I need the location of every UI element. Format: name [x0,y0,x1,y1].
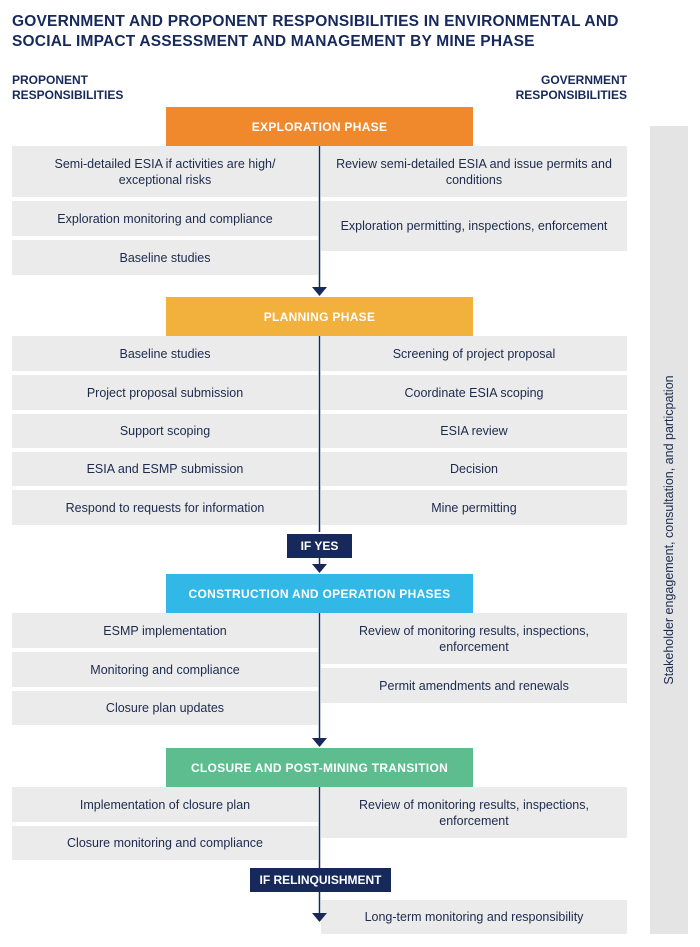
stakeholder-bar [650,126,688,934]
proponent-header: PROPONENT RESPONSIBILITIES [12,73,123,103]
if-yes-gate: IF YES [287,534,352,558]
long-term-monitoring-cell: Long-term monitoring and responsibility [321,900,627,934]
construction-phase-header: CONSTRUCTION AND OPERATION PHASES [166,574,473,613]
planning-proponent-cell-2: Project proposal submission [12,375,318,410]
planning-proponent-cell-3: Support scoping [12,414,318,448]
planning-government-cell-1: Screening of project proposal [321,336,627,371]
planning-government-cell-3: ESIA review [321,414,627,448]
arrow-down-icon [312,287,327,296]
planning-phase-header: PLANNING PHASE [166,297,473,336]
government-header: GOVERNMENT RESPONSIBILITIES [516,73,627,103]
planning-proponent-cell-4: ESIA and ESMP submission [12,452,318,486]
closure-government-cell-1: Review of monitoring results, inspection… [321,787,627,838]
construction-proponent-cell-3: Closure plan updates [12,691,318,725]
construction-government-cell-1: Review of monitoring results, inspection… [321,613,627,664]
exploration-government-cell-2: Exploration permitting, inspections, enf… [321,201,627,251]
closure-phase-header: CLOSURE AND POST-MINING TRANSITION [166,748,473,787]
government-header-line-2: RESPONSIBILITIES [515,88,627,102]
planning-proponent-cell-1: Baseline studies [12,336,318,371]
exploration-government-cell-1: Review semi-detailed ESIA and issue perm… [321,146,627,197]
exploration-phase-header: EXPLORATION PHASE [166,107,473,146]
if-relinquishment-gate: IF RELINQUISHMENT [250,868,391,892]
planning-government-cell-5: Mine permitting [321,490,627,525]
construction-proponent-cell-1: ESMP implementation [12,613,318,648]
proponent-header-line-1: PROPONENT [12,73,89,87]
government-header-line-1: GOVERNMENT [540,73,627,87]
exploration-proponent-cell-3: Baseline studies [12,240,318,275]
closure-proponent-cell-2: Closure monitoring and compliance [12,826,318,860]
arrow-down-icon [312,564,327,573]
construction-government-cell-2: Permit amendments and renewals [321,668,627,703]
proponent-header-line-2: RESPONSIBILITIES [12,88,124,102]
arrow-down-icon [312,738,327,747]
exploration-proponent-cell-2: Exploration monitoring and compliance [12,201,318,236]
exploration-proponent-cell-1: Semi-detailed ESIA if activities are hig… [12,146,318,197]
planning-government-cell-4: Decision [321,452,627,486]
construction-proponent-cell-2: Monitoring and compliance [12,652,318,687]
closure-proponent-cell-1: Implementation of closure plan [12,787,318,822]
diagram-title: GOVERNMENT AND PROPONENT RESPONSIBILITIE… [12,13,619,50]
planning-government-cell-2: Coordinate ESIA scoping [321,375,627,410]
stakeholder-label: Stakeholder engagement, consultation, an… [662,375,676,685]
planning-proponent-cell-5: Respond to requests for information [12,490,318,525]
